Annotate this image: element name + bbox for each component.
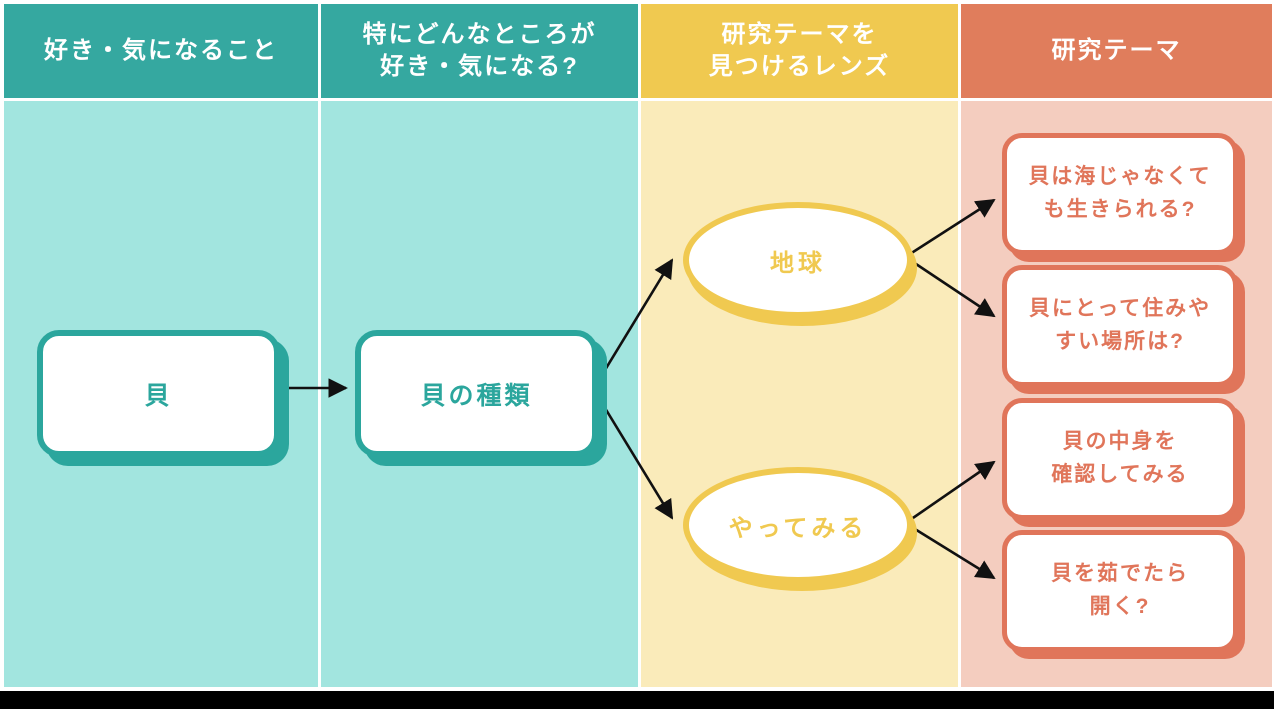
column-header-label: 好き・気になる? (380, 53, 579, 80)
node-label-line: 貝を茹でたら (1051, 562, 1189, 586)
node-lens-try-it[interactable]: やってみる (683, 467, 913, 583)
node-label-line: 貝にとって住みや (1028, 297, 1212, 321)
column-header-label: 研究テーマ (1051, 36, 1182, 64)
node-theme-open-when-boiled[interactable]: 貝を茹でたら 開く? (1002, 530, 1238, 652)
node-lens-earth[interactable]: 地球 (683, 202, 913, 318)
column-header-lens: 研究テーマを 見つけるレンズ (641, 4, 958, 98)
node-theme-livable-place[interactable]: 貝にとって住みや すい場所は? (1002, 265, 1238, 387)
column-header-label: 特にどんなところが (362, 20, 597, 48)
node-label: やってみる (728, 514, 868, 542)
node-label-line: 確認してみる (1051, 463, 1189, 486)
column-header-label: 見つけるレンズ (708, 53, 891, 80)
column-header-label: 研究テーマを (721, 20, 878, 48)
node-label: 貝 (144, 381, 173, 410)
node-like-shell[interactable]: 貝 (37, 330, 280, 457)
node-label: 貝の種類 (420, 381, 533, 410)
node-label-line: 開く? (1089, 595, 1151, 618)
node-label-line: 貝は海じゃなくて (1028, 165, 1212, 189)
column-header-aspects: 特にどんなところが 好き・気になる? (321, 4, 638, 98)
column-header-themes: 研究テーマ (961, 4, 1272, 98)
node-aspect-shell-types[interactable]: 貝の種類 (355, 330, 598, 457)
bottom-letterbox-bar (0, 691, 1274, 709)
column-header-label: 好き・気になること (44, 36, 278, 64)
node-label-line: も生きられる? (1043, 198, 1197, 221)
column-body-lens (641, 101, 958, 687)
node-theme-live-outside-sea[interactable]: 貝は海じゃなくて も生きられる? (1002, 133, 1238, 255)
node-label-line: すい場所は? (1055, 330, 1185, 353)
node-label: 地球 (770, 249, 826, 277)
node-theme-check-inside[interactable]: 貝の中身を 確認してみる (1002, 398, 1238, 520)
column-header-likes: 好き・気になること (4, 4, 318, 98)
node-label-line: 貝の中身を (1062, 430, 1178, 454)
